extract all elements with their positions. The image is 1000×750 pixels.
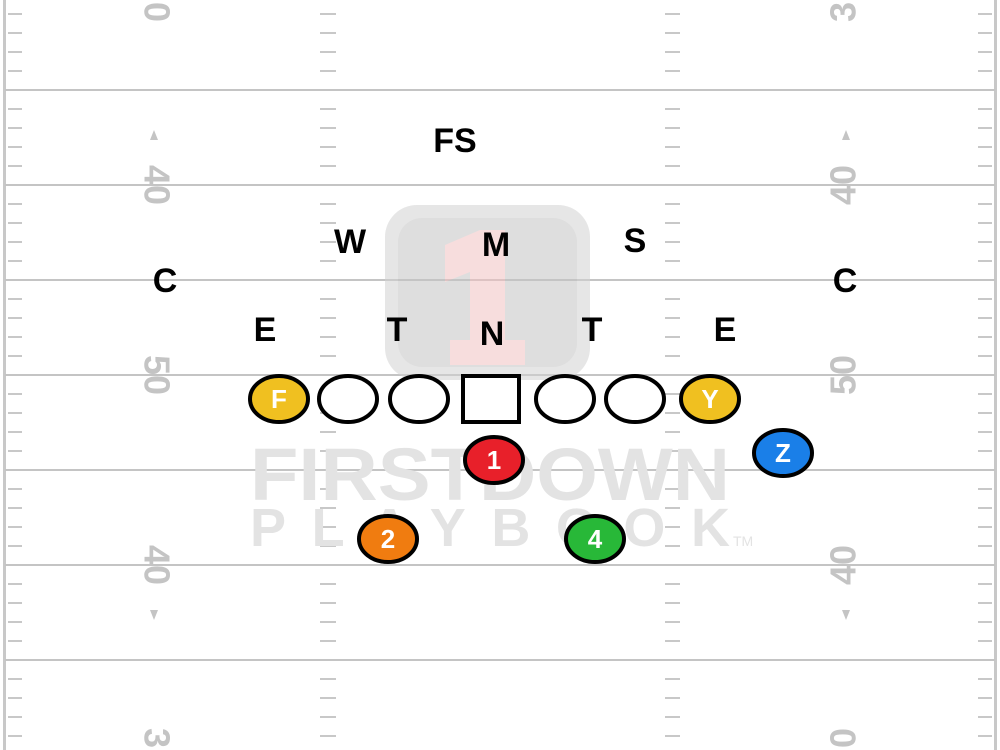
- player-4[interactable]: 4: [564, 514, 626, 564]
- yard-number-left-40-upper: 40: [136, 165, 177, 205]
- player-z[interactable]: Z: [752, 428, 814, 478]
- defender-strong-safety: S: [624, 222, 647, 260]
- lineman-right-tackle[interactable]: [604, 374, 666, 424]
- player-1-marker[interactable]: [463, 435, 525, 485]
- player-2[interactable]: 2: [357, 514, 419, 564]
- player-1[interactable]: 1: [463, 435, 525, 485]
- defense: FS W M S C C E T N T E: [153, 122, 858, 353]
- yard-number-left-40-lower: 40: [136, 545, 177, 585]
- yard-number-left-top: 0: [136, 2, 177, 22]
- defender-tackle-right: T: [582, 311, 603, 349]
- offensive-line: [317, 374, 666, 424]
- direction-arrow-left-upper: [150, 130, 158, 140]
- field-left-edge: [3, 0, 6, 750]
- defender-free-safety: FS: [433, 122, 476, 160]
- player-4-label: 4: [588, 524, 603, 554]
- yard-number-right-bottom: 0: [823, 728, 864, 748]
- defender-tackle-left: T: [387, 311, 408, 349]
- watermark-logo-badge: 1: [385, 205, 590, 380]
- defender-nose: N: [480, 315, 505, 353]
- player-z-marker[interactable]: [752, 428, 814, 478]
- yard-numbers-left: 0 40 50 40 3: [136, 2, 177, 748]
- defender-end-left: E: [254, 311, 277, 349]
- player-2-marker[interactable]: [357, 514, 419, 564]
- center-square[interactable]: [461, 374, 521, 424]
- skill-players: F Y 1 Z 2 4: [248, 374, 814, 564]
- yard-number-right-50: 50: [823, 355, 864, 395]
- yard-number-left-50: 50: [136, 355, 177, 395]
- direction-arrow-left-lower: [150, 610, 158, 620]
- lineman-left-guard[interactable]: [388, 374, 450, 424]
- defender-corner-right: C: [833, 262, 858, 300]
- direction-arrow-right-upper: [842, 130, 850, 140]
- direction-arrow-right-lower: [842, 610, 850, 620]
- lineman-left-tackle[interactable]: [317, 374, 379, 424]
- hash-marks: [8, 13, 992, 737]
- player-y-label: Y: [701, 384, 718, 414]
- player-1-label: 1: [487, 445, 501, 475]
- player-f[interactable]: F: [248, 374, 310, 424]
- player-f-label: F: [271, 384, 287, 414]
- yard-numbers-right: 3 40 50 40 0: [823, 2, 864, 748]
- watermark-trademark: TM: [733, 533, 753, 549]
- defender-will-linebacker: W: [334, 223, 367, 261]
- yard-number-left-bottom: 3: [136, 728, 177, 748]
- player-2-label: 2: [381, 524, 395, 554]
- lineman-right-guard[interactable]: [534, 374, 596, 424]
- player-4-marker[interactable]: [564, 514, 626, 564]
- defender-end-right: E: [714, 311, 737, 349]
- yard-number-right-40-lower: 40: [823, 545, 864, 585]
- field-right-edge: [994, 0, 997, 750]
- player-y[interactable]: Y: [679, 374, 741, 424]
- player-z-label: Z: [775, 438, 791, 468]
- yard-number-right-top: 3: [823, 2, 864, 22]
- defender-corner-left: C: [153, 262, 178, 300]
- player-f-marker[interactable]: [248, 374, 310, 424]
- defender-mike-linebacker: M: [482, 226, 510, 264]
- yard-number-right-40-upper: 40: [823, 165, 864, 205]
- player-y-marker[interactable]: [679, 374, 741, 424]
